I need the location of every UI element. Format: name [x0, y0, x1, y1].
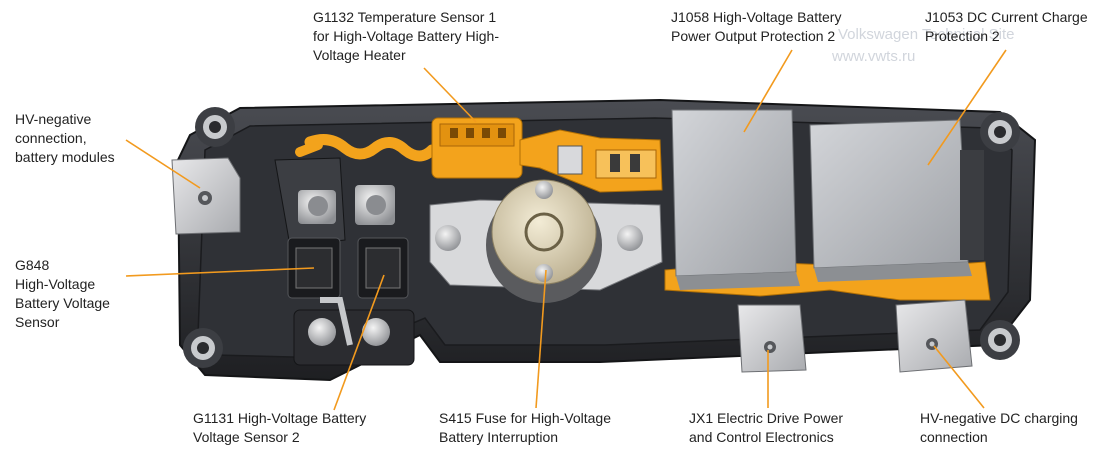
leader-g848 — [125, 267, 315, 277]
watermark-line2: www.vwts.ru — [832, 48, 916, 65]
hv-fuse — [429, 179, 663, 303]
label-jx1: JX1 Electric Drive Power and Control Ele… — [689, 410, 844, 445]
mounting-eyes — [183, 107, 1020, 368]
watermark-line1: Volkswagen Technical Site — [838, 26, 1015, 43]
label-g848: G848 High-Voltage Battery Voltage Sensor — [15, 257, 110, 330]
hv-negative-module-terminal — [171, 157, 241, 235]
leader-j1058 — [743, 49, 793, 133]
label-g1132: G1132 Temperature Sensor 1 for High-Volt… — [313, 9, 499, 63]
relays — [671, 109, 984, 290]
label-hv-neg-dc: HV-negative DC charging connection — [920, 410, 1078, 445]
leader-g1131 — [333, 274, 385, 411]
leader-hv-neg-modules — [125, 139, 201, 189]
leader-hv-neg-dc — [933, 345, 985, 409]
label-hv-neg-modules: HV-negative connection, battery modules — [15, 111, 115, 165]
leader-g1132 — [423, 67, 477, 123]
label-j1058: J1058 High-Voltage Battery Power Output … — [671, 9, 842, 44]
leader-s415 — [535, 269, 547, 409]
label-j1053: J1053 DC Current Charge Protection 2 — [925, 9, 1088, 44]
label-g1131: G1131 High-Voltage Battery Voltage Senso… — [193, 410, 367, 445]
leader-j1053 — [927, 49, 1007, 166]
label-s415: S415 Fuse for High-Voltage Battery Inter… — [439, 410, 611, 445]
bottom-brackets — [737, 299, 973, 373]
leader-lines — [125, 49, 1007, 411]
